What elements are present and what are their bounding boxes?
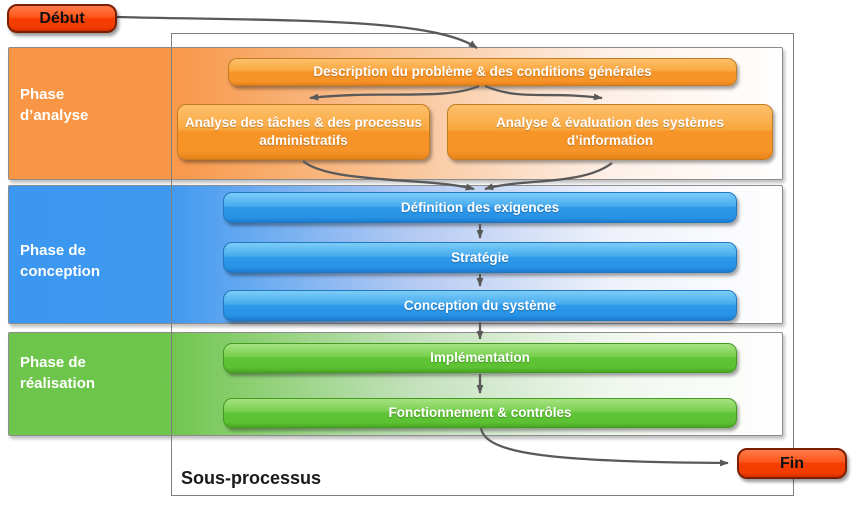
phase-label-realisation: Phase de réalisation (20, 354, 96, 392)
phase-label-analysis: Phase d’analyse (20, 86, 89, 124)
step-conception-systeme: Conception du système (223, 290, 737, 321)
step-analyse-taches: Analyse des tâches & des processus admin… (177, 104, 430, 160)
step-definition-exigences: Définition des exigences (223, 192, 737, 223)
start-node: Début (7, 4, 117, 33)
step-description-probleme: Description du problème & des conditions… (228, 58, 737, 86)
subprocess-title: Sous-processus (181, 468, 322, 488)
step-implementation: Implémentation (223, 343, 737, 373)
phase-label-design: Phase de conception (20, 242, 101, 280)
step-strategie: Stratégie (223, 242, 737, 273)
step-fonctionnement-controles: Fonctionnement & contrôles (223, 398, 737, 428)
step-analyse-evaluation: Analyse & évaluation des systèmes d’info… (447, 104, 773, 160)
subprocess-container: Sous-processus (171, 33, 794, 496)
end-node: Fin (737, 448, 847, 479)
